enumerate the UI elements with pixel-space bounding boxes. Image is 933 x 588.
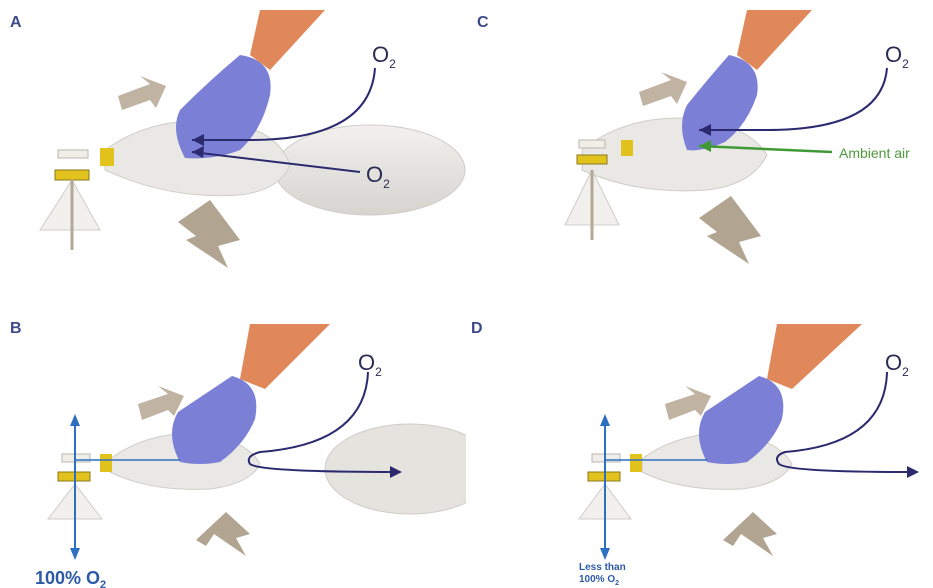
self-inflating-bag [582, 118, 767, 191]
less-than-label: Less than [579, 562, 626, 573]
arrowhead-down-icon [600, 548, 610, 560]
oxygen-percent-label: 100% O2 [579, 574, 619, 587]
face-mask [40, 150, 100, 250]
o2-label-top: O2 [885, 42, 909, 71]
o2-label-top: O2 [372, 42, 396, 71]
panel-b: O2 100% O2 B [0, 294, 466, 588]
panel-b-illustration: O2 100% O2 [0, 294, 466, 588]
panel-a-illustration: O2 O2 [0, 0, 466, 294]
panel-label-d: D [471, 320, 483, 338]
panel-a: O2 O2 A [0, 0, 466, 294]
oxygen-percent-label: 100% O2 [35, 568, 106, 588]
panel-d: O2 Less than 100% O2 D [467, 294, 933, 588]
o2-label-top: O2 [885, 350, 909, 379]
panel-label-c: C [477, 14, 489, 32]
panel-d-illustration: O2 Less than 100% O2 [467, 294, 933, 588]
arrowhead-down-icon [70, 548, 80, 560]
forearm [737, 10, 812, 70]
down-arrow-icon [178, 200, 240, 268]
up-arrow-icon [118, 76, 166, 110]
down-arrow-icon [699, 196, 761, 264]
up-arrow-icon [196, 512, 250, 556]
valve-connector [100, 148, 114, 166]
forearm [240, 324, 330, 389]
valve-connector [630, 454, 642, 472]
panel-label-a: A [10, 14, 22, 32]
forearm [250, 10, 325, 70]
panel-c: O2 Ambient air C [467, 0, 933, 294]
arrowhead-icon [907, 466, 919, 478]
forearm [767, 324, 862, 389]
up-arrow-icon [723, 512, 777, 556]
panel-label-b: B [10, 320, 22, 338]
valve-connector [621, 140, 633, 156]
panel-c-illustration: O2 Ambient air [467, 0, 933, 294]
arrowhead-up-icon [600, 414, 610, 426]
valve-connector [100, 454, 112, 472]
o2-label-top: O2 [358, 350, 382, 379]
arrowhead-up-icon [70, 414, 80, 426]
o2-line [777, 372, 907, 472]
up-arrow-icon [639, 72, 687, 106]
ambient-air-label: Ambient air [839, 145, 910, 161]
